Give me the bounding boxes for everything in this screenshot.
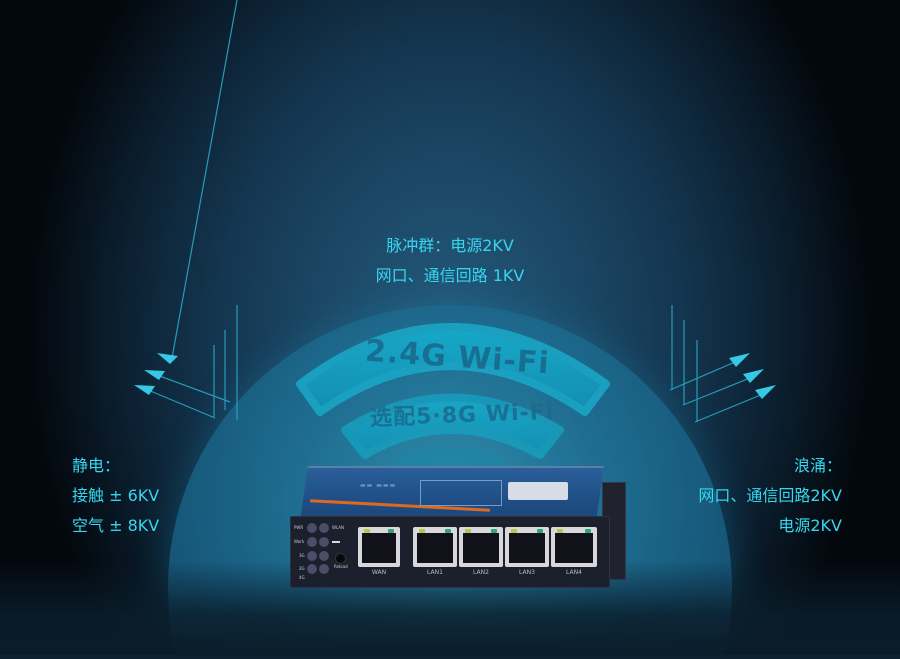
led-signal2-icon — [319, 551, 329, 561]
arrow-outward-right-icon — [669, 305, 764, 423]
burst-spec-line2: 网口、通信回路 1KV — [375, 266, 525, 285]
led-3g-icon — [307, 551, 317, 561]
led-label-pwr: PWR — [294, 525, 304, 530]
surge-spec-title: 浪涌： — [793, 456, 842, 475]
lan1-port — [413, 527, 457, 567]
led-signal3-icon — [319, 564, 329, 574]
led-wlan-icon — [319, 523, 329, 533]
burst-spec-line1: 脉冲群：电源2KV — [386, 236, 514, 255]
esd-spec-contact: 接触 ± 6KV — [72, 486, 160, 505]
arrow-outward-left-icon — [147, 0, 238, 420]
surge-spec: 浪涌： 网口、通信回路2KV 电源2KV — [698, 451, 842, 541]
device-brand-label: ▬▬ ▬▬▬ — [360, 482, 397, 489]
reload-button-icon — [335, 553, 346, 564]
wan-port — [358, 527, 400, 567]
led-label-work: Work — [294, 539, 305, 544]
lan3-port-label: LAN3 — [519, 569, 535, 576]
lan2-port — [459, 527, 503, 567]
industrial-router-image: ▬▬ ▬▬▬ PWR WLAN Work 3G Reload 2G 4G — [290, 466, 626, 588]
led-work-icon — [307, 537, 317, 547]
surge-spec-network: 网口、通信回路2KV — [698, 486, 842, 505]
reload-label: Reload — [334, 564, 348, 569]
led-label-3g: 3G — [299, 553, 305, 558]
surge-spec-power: 电源2KV — [778, 516, 842, 535]
led-label-wlan: WLAN — [332, 525, 345, 530]
wan-port-label: WAN — [371, 569, 387, 576]
esd-spec: 静电： 接触 ± 6KV 空气 ± 8KV — [72, 451, 159, 541]
led-2g-icon — [307, 564, 317, 574]
esd-spec-air: 空气 ± 8KV — [72, 516, 160, 535]
led-pwr-icon — [307, 523, 317, 533]
device-spec-table — [420, 480, 502, 506]
burst-spec: 脉冲群：电源2KV 网口、通信回路 1KV — [0, 231, 900, 291]
device-front-panel: PWR WLAN Work 3G Reload 2G 4G WAN — [290, 516, 610, 588]
esd-spec-title: 静电： — [72, 456, 121, 475]
lan1-port-label: LAN1 — [427, 569, 443, 576]
led-signal-icon — [319, 537, 329, 547]
lan4-port-label: LAN4 — [566, 569, 582, 576]
lan4-port — [551, 527, 597, 567]
lan2-port-label: LAN2 — [473, 569, 489, 576]
device-qr-sticker — [508, 482, 568, 500]
led-label-2g: 2G — [299, 566, 305, 571]
lan3-port — [505, 527, 549, 567]
led-label-4g: 4G — [299, 575, 305, 580]
